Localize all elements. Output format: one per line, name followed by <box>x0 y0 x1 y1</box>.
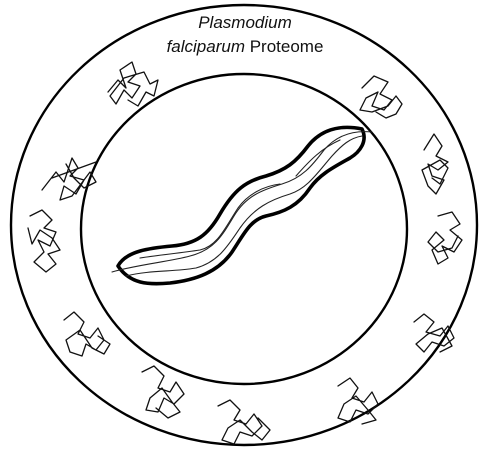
protein-squiggle-2 <box>360 76 402 118</box>
title-line-1: Plasmodium <box>198 13 292 32</box>
title-line-2: falciparum Proteome <box>167 37 324 56</box>
protein-squiggle-6 <box>428 212 462 264</box>
parasite-inner-line-1 <box>112 132 372 272</box>
protein-squiggle-9 <box>142 366 184 418</box>
protein-squiggle-5 <box>28 210 60 272</box>
protein-squiggle-1 <box>108 62 158 106</box>
protein-squiggle-7 <box>64 312 110 356</box>
title-proteome-word: Proteome <box>245 37 323 56</box>
protein-icons <box>28 62 462 444</box>
protein-squiggle-4 <box>422 134 448 194</box>
inner-circle <box>81 74 407 384</box>
protein-squiggle-11 <box>218 400 270 444</box>
parasite-shape <box>112 127 372 283</box>
title-species-word: falciparum <box>167 37 245 56</box>
protein-squiggle-3 <box>42 158 96 200</box>
